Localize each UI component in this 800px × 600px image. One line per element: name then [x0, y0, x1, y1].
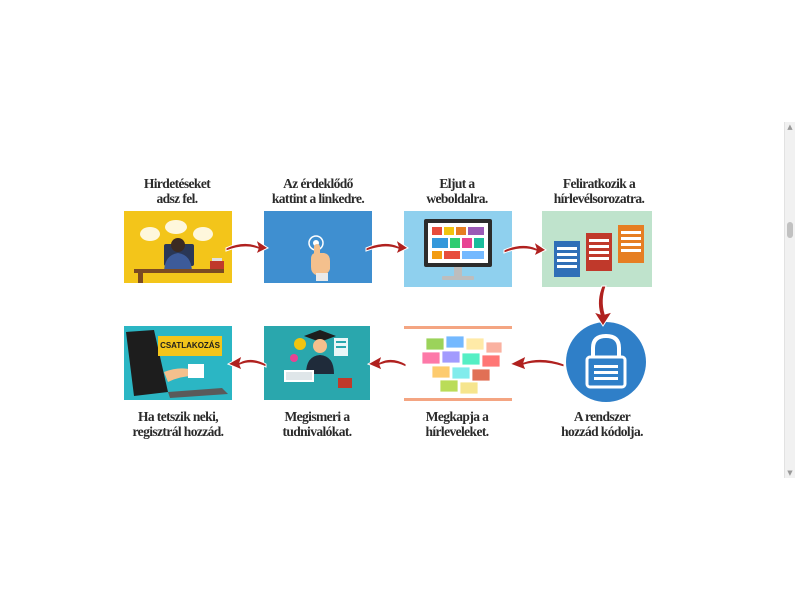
- curved-red-arrow-icon: [592, 285, 614, 327]
- step-2-label: Az érdeklődő kattint a linkedre.: [256, 176, 380, 206]
- step-3-line-1: Eljut a: [439, 176, 475, 191]
- step-4-tile: [542, 211, 652, 287]
- step-4-line-1: Feliratkozik a: [562, 176, 636, 191]
- arrow-step4-to-step5: [592, 285, 614, 327]
- step-1-label: Hirdetéseket adsz fel.: [118, 176, 236, 206]
- step-5-label: A rendszer hozzád kódolja.: [542, 409, 662, 439]
- arrow-step7-to-step8: [226, 354, 267, 371]
- arrow-step3-to-step4: [503, 240, 547, 258]
- monitor-website-icon: [424, 219, 492, 280]
- step-5-tile: [562, 322, 650, 402]
- curved-red-arrow-icon: [366, 354, 407, 371]
- curved-red-arrow-icon: [365, 238, 409, 256]
- finger-tap-icon: [308, 235, 330, 281]
- step-7-line-1: Megismeri a: [284, 409, 351, 424]
- arrow-step6-to-step7: [366, 354, 407, 371]
- person-at-computer-icon: [134, 220, 224, 283]
- curved-red-arrow-icon: [503, 240, 547, 258]
- step-4-line-2: hírlevélsorozatra.: [553, 191, 645, 206]
- step-7-line-2: tudnivalókat.: [282, 424, 352, 439]
- vertical-scrollbar[interactable]: ▲ ▼: [784, 122, 795, 478]
- arrow-step1-to-step2: [225, 238, 269, 256]
- step-1-line-2: adsz fel.: [156, 191, 198, 206]
- padlock-icon: [566, 322, 646, 402]
- step-1-line-1: Hirdetéseket: [143, 176, 211, 191]
- curved-red-arrow-icon: [225, 238, 269, 256]
- step-8-line-1: Ha tetszik neki,: [137, 409, 219, 424]
- step-6-tile: [404, 326, 512, 402]
- step-7-tile: [264, 326, 370, 400]
- step-2-line-1: Az érdeklődő: [283, 176, 353, 191]
- curved-red-arrow-icon: [226, 354, 267, 371]
- step-8-line-2: regisztrál hozzád.: [132, 424, 225, 439]
- step-2-tile: [264, 211, 372, 283]
- envelopes-icon: [404, 326, 512, 401]
- step-7-label: Megismeri a tudnivalókat.: [256, 409, 378, 439]
- step-8-label: Ha tetszik neki, regisztrál hozzád.: [112, 409, 244, 439]
- step-8-tile: CSATLAKOZÁS: [124, 326, 232, 400]
- step-4-label: Feliratkozik a hírlevélsorozatra.: [534, 176, 664, 206]
- laptop-signup-icon: [126, 330, 228, 398]
- step-1-tile: [124, 211, 232, 283]
- signup-sign-text: CSATLAKOZÁS: [160, 341, 220, 350]
- step-3-tile: [404, 211, 512, 287]
- graduate-learning-icon: [284, 330, 352, 388]
- step-5-line-2: hozzád kódolja.: [561, 424, 643, 439]
- scroll-down-arrow-icon[interactable]: ▼: [787, 469, 793, 477]
- subscription-boxes-icon: [554, 225, 644, 277]
- step-3-label: Eljut a weboldalra.: [398, 176, 516, 206]
- step-6-line-2: hírleveleket.: [425, 424, 489, 439]
- arrow-step2-to-step3: [365, 238, 409, 256]
- arrow-step5-to-step6: [508, 355, 565, 371]
- step-5-line-1: A rendszer: [573, 409, 631, 424]
- step-2-line-2: kattint a linkedre.: [271, 191, 365, 206]
- step-6-line-1: Megkapja a: [425, 409, 489, 424]
- step-3-line-2: weboldalra.: [426, 191, 488, 206]
- curved-red-arrow-icon: [508, 355, 565, 371]
- step-6-label: Megkapja a hírleveleket.: [398, 409, 516, 439]
- scroll-up-arrow-icon[interactable]: ▲: [787, 123, 793, 131]
- scrollbar-thumb[interactable]: [787, 222, 793, 238]
